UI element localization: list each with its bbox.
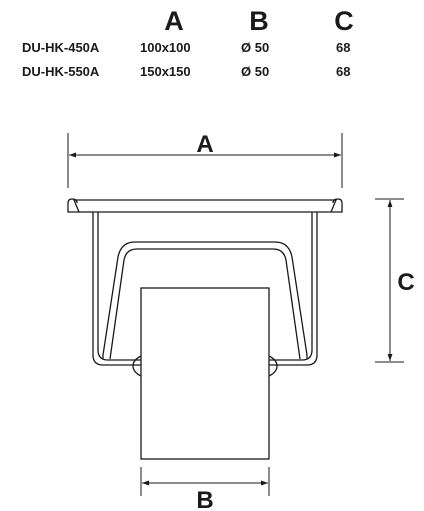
trap-bell-inner [109, 248, 301, 360]
row-2-dimension-b: Ø 50 [241, 64, 270, 79]
grate-plate [73, 199, 337, 213]
row-1-dimension-c: 68 [336, 40, 351, 55]
spec-table: A B C DU-HK-450A 100x100 Ø 50 68 DU-HK-5… [0, 0, 424, 100]
outlet-pipe [140, 287, 270, 460]
row-1-dimension-a: 100x100 [140, 40, 191, 55]
drain-body [67, 198, 343, 460]
column-header-b: B [249, 6, 269, 36]
column-header-c: C [334, 6, 354, 36]
flange-hook-left [67, 198, 79, 213]
column-header-a: A [164, 6, 184, 36]
pipe-collar-right [268, 355, 278, 377]
row-1-dimension-b: Ø 50 [241, 40, 270, 55]
dimension-a-label: A [196, 131, 213, 158]
row-2-model: DU-HK-550A [22, 64, 100, 79]
dimension-c: C [375, 198, 415, 363]
dimension-a: A [67, 131, 343, 188]
dimension-b-label: B [196, 487, 213, 511]
flange-hook-right [331, 198, 343, 213]
pipe-collar-left [132, 355, 142, 377]
dimension-b: B [140, 467, 270, 511]
row-2-dimension-a: 150x150 [140, 64, 191, 79]
dimension-c-label: C [397, 269, 414, 296]
row-2-dimension-c: 68 [336, 64, 351, 79]
row-1-model: DU-HK-450A [22, 40, 100, 55]
